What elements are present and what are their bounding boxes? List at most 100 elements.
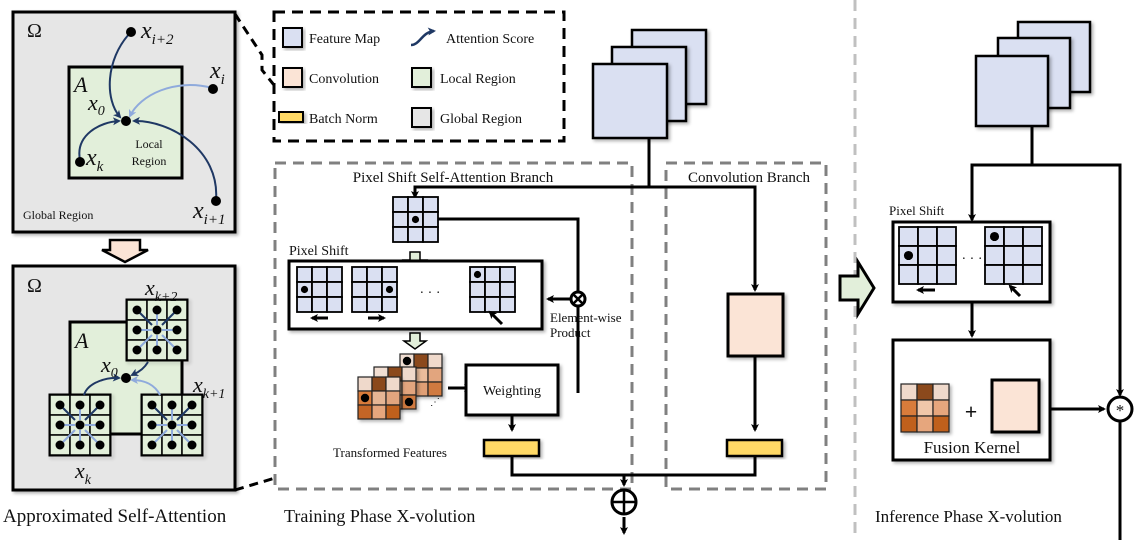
kernel-cell <box>401 366 417 382</box>
pixel-dot <box>55 400 65 410</box>
grid-cell <box>484 281 501 298</box>
grid-cell <box>484 266 501 283</box>
legend-label-feature-map: Feature Map <box>309 32 380 47</box>
neighborhood-grid-xk2 <box>125 298 189 362</box>
training-connectors <box>411 138 759 535</box>
kernel-cell <box>916 383 934 401</box>
grid-cell <box>407 196 424 213</box>
grid-cell <box>311 281 328 298</box>
shifted-grid-right <box>351 266 398 313</box>
pixel-dot <box>167 420 177 430</box>
pixel-xi1-dot <box>211 196 221 206</box>
kernel-cell <box>900 383 918 401</box>
kernel-cell <box>427 353 443 369</box>
pixel-xi-dot <box>208 84 218 94</box>
grid-cell <box>499 266 516 283</box>
neighborhood-grid-xk1 <box>140 393 204 457</box>
grid-cell <box>936 264 957 285</box>
pixel-dot <box>172 305 182 315</box>
region-a-label: A <box>73 328 89 353</box>
legend-swatch-batch-norm <box>278 111 304 123</box>
pixel-dot <box>147 440 157 450</box>
inference-shifted-grid-left <box>898 226 957 285</box>
arrow-up-left-icon <box>1008 284 1022 298</box>
grid-cell <box>984 245 1005 266</box>
attention-curve-xi <box>128 84 213 118</box>
pixel-dot <box>152 305 162 315</box>
grid-cell <box>422 211 439 228</box>
inference-ellipsis: · · · <box>962 252 983 267</box>
kernel-cell <box>916 399 934 417</box>
grid-cell <box>1022 245 1043 266</box>
legend-swatch-convolution <box>282 67 303 88</box>
connector-dash-bottom <box>234 476 276 492</box>
kernel-cell <box>357 376 373 392</box>
kernel-cell <box>371 390 387 406</box>
grid-cell <box>381 296 398 313</box>
caption-inference-phase: Inference Phase X-volution <box>875 507 1062 526</box>
kernel-cell <box>385 390 401 406</box>
pixel-dot <box>300 285 309 294</box>
plus-label: + <box>965 399 978 424</box>
elementwise-label-2: Product <box>550 325 591 340</box>
omega-label: Ω <box>27 275 42 297</box>
grid-cell <box>936 245 957 266</box>
grid-cell <box>326 281 343 298</box>
grid-cell <box>326 266 343 283</box>
pixel-dot <box>132 345 142 355</box>
kernel-grid <box>900 383 950 433</box>
legend-label-batch-norm: Batch Norm <box>309 112 378 127</box>
pixel-dot <box>95 440 105 450</box>
pixel-dot <box>385 285 394 294</box>
pixel-dot <box>402 356 412 366</box>
kernel-cell <box>900 415 918 433</box>
stack-ellipsis: ⋰ <box>430 397 440 408</box>
elementwise-label-1: Element-wise <box>550 310 622 325</box>
kernel-cell <box>932 415 950 433</box>
attention-curve-xi1 <box>132 116 218 201</box>
grid-cell <box>422 226 439 243</box>
grid-cell <box>366 281 383 298</box>
transformed-features-stack: ⋰ <box>357 353 443 420</box>
convolution-operator-symbol: * <box>1116 401 1125 420</box>
local-region-label-1: Local <box>135 137 163 151</box>
grid-cell <box>984 264 1005 285</box>
pixel-xi2-dot <box>126 27 136 37</box>
kernel-cell <box>371 376 387 392</box>
kernel-cell <box>413 353 429 369</box>
kernel-cell <box>371 404 387 420</box>
grid-cell <box>917 245 938 266</box>
grid-cell <box>296 296 313 313</box>
pixel-dot <box>55 440 65 450</box>
fusion-kernel-grid <box>900 383 950 433</box>
x0-label: x0 <box>100 352 118 381</box>
inference-connectors <box>968 126 1124 540</box>
grid-cell <box>381 266 398 283</box>
kernel-cell <box>932 383 950 401</box>
grid-cell <box>936 226 957 247</box>
grid-cell <box>366 266 383 283</box>
kernel-grid <box>357 376 401 420</box>
legend-swatch-local-region <box>411 67 432 88</box>
caption-training-phase: Training Phase X-volution <box>284 506 475 526</box>
grid-cell <box>1003 245 1024 266</box>
grid-cell <box>407 226 424 243</box>
grid-cell <box>1003 264 1024 285</box>
kernel-cell <box>357 404 373 420</box>
pixel-dot <box>152 345 162 355</box>
pixel-x0-dot <box>121 373 131 383</box>
kernel-cell <box>916 415 934 433</box>
pixel-dot <box>95 420 105 430</box>
pixel-dot <box>147 420 157 430</box>
pixel-dot <box>473 270 482 279</box>
xk2-label: xk+2 <box>144 275 177 305</box>
pixel-dot <box>75 400 85 410</box>
grid-cell <box>499 296 516 313</box>
kernel-cell <box>401 380 417 396</box>
kernel-cell <box>427 381 443 397</box>
pixel-dot <box>411 215 420 224</box>
inference-pixel-shift-label: Pixel Shift <box>889 203 945 218</box>
grid-cell <box>484 296 501 313</box>
pixel-x0-dot <box>121 116 131 126</box>
pixel-dot <box>404 397 414 407</box>
